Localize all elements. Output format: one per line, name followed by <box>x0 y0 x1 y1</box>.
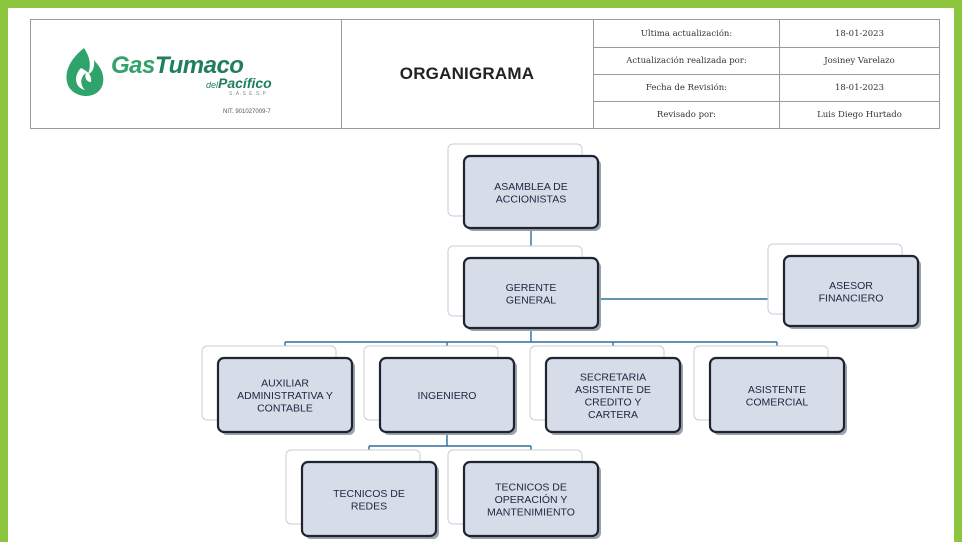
brand-gas: Gas <box>111 52 155 79</box>
node-label: ASISTENTE <box>748 384 806 396</box>
node-box <box>462 256 600 330</box>
metadata-value: Luis Diego Hurtado <box>817 109 902 120</box>
brand-tumaco: Tumaco <box>154 52 244 79</box>
node-box <box>708 356 846 434</box>
node-label: INGENIERO <box>418 390 477 402</box>
logo-cell: GasTumaco delPacífico S.A.S E.S.P NIT. 9… <box>31 20 342 128</box>
node-box <box>462 460 600 538</box>
metadata-value: Josiney Varelazo <box>824 55 895 66</box>
node-box <box>300 460 438 538</box>
metadata-label: Actualización realizada por: <box>594 47 780 74</box>
node-label: GERENTE <box>506 282 557 294</box>
org-node-ingeniero: INGENIERO <box>363 345 517 435</box>
metadata-row: Ultima actualización: 18-01-2023 <box>594 20 939 48</box>
document-header: GasTumaco delPacífico S.A.S E.S.P NIT. 9… <box>30 19 940 129</box>
node-label: CARTERA <box>588 409 638 421</box>
metadata-label: Revisado por: <box>594 101 780 128</box>
brand-pacifico: Pacífico <box>218 75 272 91</box>
brand-subtitle: delPacífico <box>206 75 272 91</box>
node-box <box>216 356 354 434</box>
document-title: ORGANIGRAMA <box>399 64 535 83</box>
node-box <box>782 254 920 328</box>
node-label: ASESOR <box>829 280 873 292</box>
brand-name: GasTumaco <box>111 52 244 80</box>
metadata-label: Fecha de Revisión: <box>594 74 780 101</box>
metadata-value: 18-01-2023 <box>834 28 884 39</box>
node-label: TECNICOS DE <box>333 488 405 500</box>
node-label: REDES <box>351 500 387 512</box>
node-label: TECNICOS DE <box>495 482 567 494</box>
node-label: MANTENIMIENTO <box>487 507 575 519</box>
node-label: CREDITO Y <box>585 396 642 408</box>
brand-del: del <box>206 80 219 90</box>
nit-text: NIT. 901027009-7 <box>223 109 271 115</box>
node-label: ASISTENTE DE <box>575 384 651 396</box>
title-cell: ORGANIGRAMA <box>341 20 594 128</box>
metadata-label: Ultima actualización: <box>594 20 780 47</box>
node-label: COMERCIAL <box>746 396 809 408</box>
node-label: ADMINISTRATIVA Y <box>237 390 333 402</box>
metadata-row: Revisado por: Luis Diego Hurtado <box>594 101 939 128</box>
node-label: FINANCIERO <box>819 292 884 304</box>
node-label: GENERAL <box>506 294 556 306</box>
metadata-table: Ultima actualización: 18-01-2023 Actuali… <box>594 20 939 128</box>
node-label: SECRETARIA <box>580 371 646 383</box>
node-label: ASAMBLEA DE <box>494 181 568 193</box>
node-box <box>462 154 600 230</box>
node-box <box>378 356 516 434</box>
brand-tag: S.A.S E.S.P <box>229 91 267 97</box>
flame-logo-icon <box>66 48 104 96</box>
node-label: ACCIONISTAS <box>496 193 566 205</box>
node-label: AUXILIAR <box>261 378 309 390</box>
node-box <box>544 356 682 434</box>
metadata-row: Fecha de Revisión: 18-01-2023 <box>594 74 939 102</box>
metadata-row: Actualización realizada por: Josiney Var… <box>594 47 939 75</box>
node-label: OPERACIÓN Y <box>495 493 568 506</box>
metadata-value: 18-01-2023 <box>834 82 884 93</box>
node-label: CONTABLE <box>257 403 313 415</box>
